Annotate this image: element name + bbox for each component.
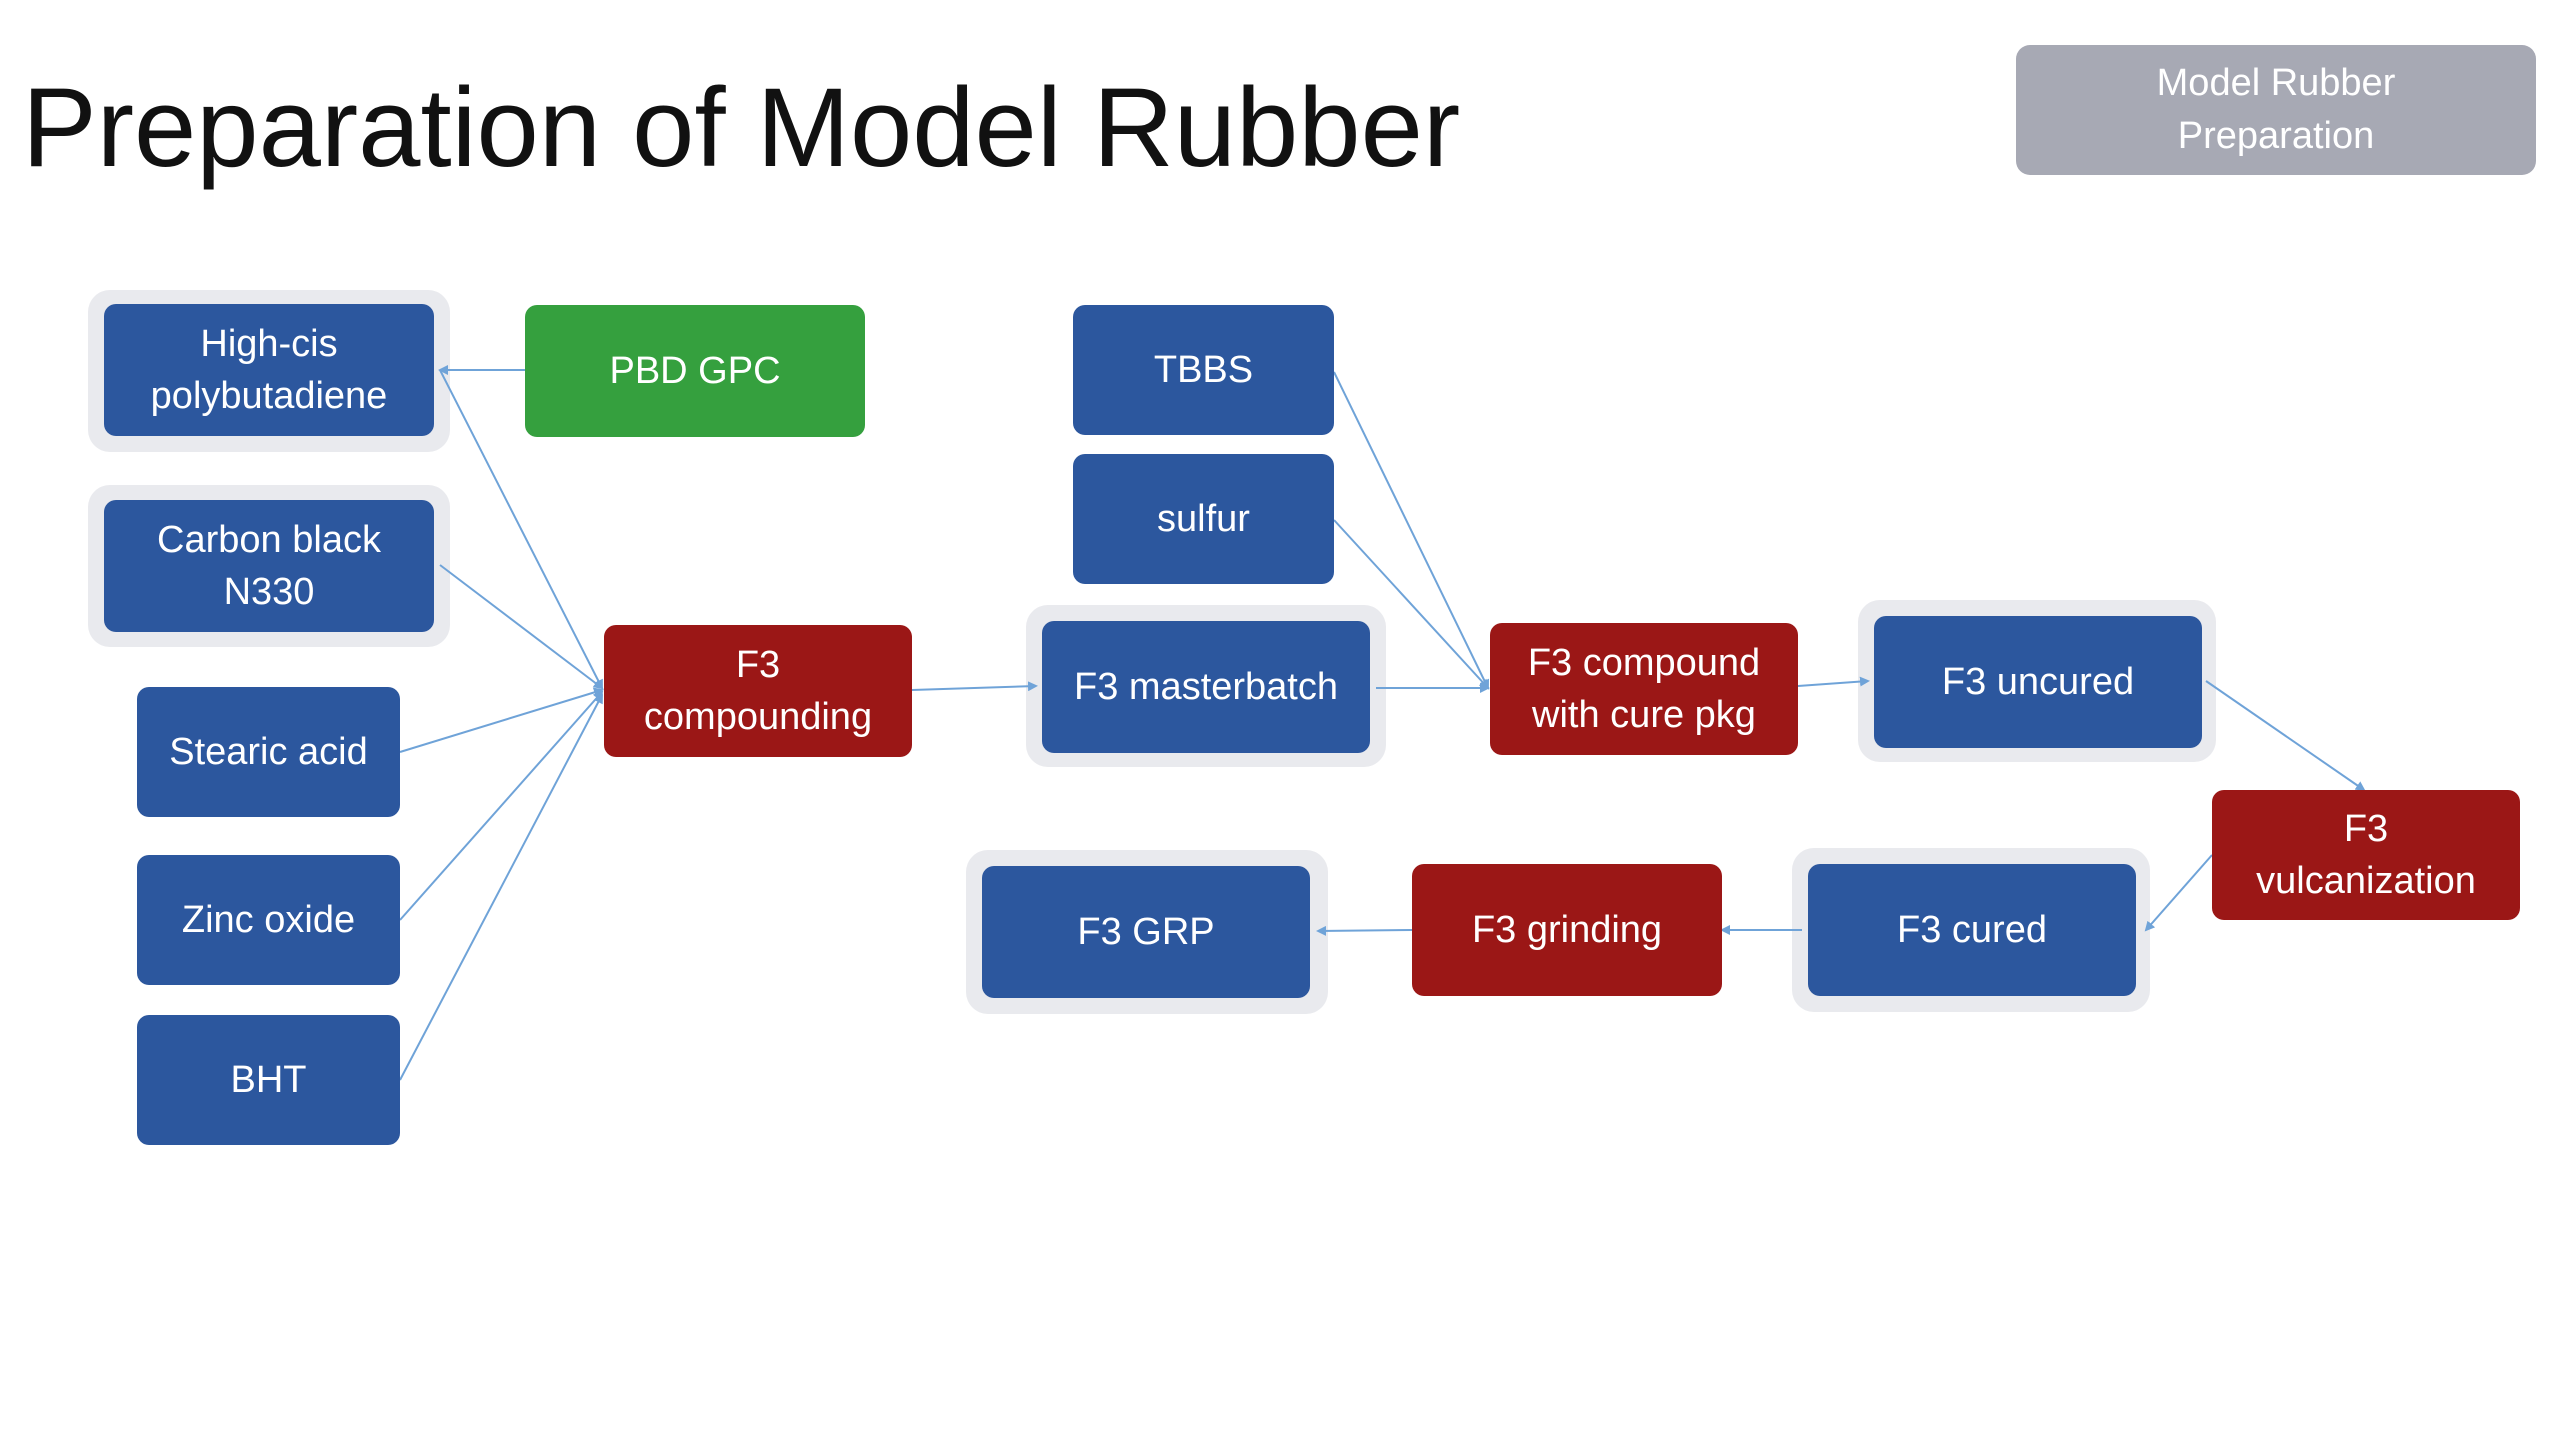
node-f3-masterbatch[interactable]: F3 masterbatch — [1042, 621, 1370, 753]
arrow-carbonblack-to-compounding — [439, 564, 604, 690]
node-zinc-oxide[interactable]: Zinc oxide — [137, 855, 400, 985]
arrow-stearic-to-compounding — [399, 687, 604, 753]
arrow-compounding-to-masterbatch — [911, 681, 1038, 692]
node-sulfur[interactable]: sulfur — [1073, 454, 1334, 584]
node-tbbs[interactable]: TBBS — [1073, 305, 1334, 435]
node-high-cis-polybutadiene[interactable]: High-cis polybutadiene — [104, 304, 434, 436]
node-f3-vulcanization[interactable]: F3 vulcanization — [2212, 790, 2520, 920]
page-title: Preparation of Model Rubber — [22, 65, 1461, 190]
node-f3-compound-with-cure-pkg[interactable]: F3 compound with cure pkg — [1490, 623, 1798, 755]
node-f3-grp[interactable]: F3 GRP — [982, 866, 1310, 998]
node-carbon-black[interactable]: Carbon black N330 — [104, 500, 434, 632]
arrow-highcis-to-compounding — [439, 369, 603, 690]
arrow-uncured-to-vulcanization — [2205, 680, 2366, 792]
node-bht[interactable]: BHT — [137, 1015, 400, 1145]
arrow-bht-to-compounding — [399, 693, 603, 1081]
node-f3-grinding[interactable]: F3 grinding — [1412, 864, 1722, 996]
node-pbd-gpc[interactable]: PBD GPC — [525, 305, 865, 437]
arrow-sulfur-to-compound — [1333, 519, 1490, 690]
node-f3-compounding[interactable]: F3 compounding — [604, 625, 912, 757]
arrow-compound-to-uncured — [1797, 676, 1870, 687]
node-f3-uncured[interactable]: F3 uncured — [1874, 616, 2202, 748]
node-f3-cured[interactable]: F3 cured — [1808, 864, 2136, 996]
arrow-vulcanization-to-cured — [2144, 854, 2213, 932]
arrow-zinc-to-compounding — [399, 690, 604, 921]
arrow-tbbs-to-compound — [1333, 371, 1489, 690]
node-stearic-acid[interactable]: Stearic acid — [137, 687, 400, 817]
section-badge[interactable]: Model Rubber Preparation — [2016, 45, 2536, 175]
arrow-grinding-to-grp — [1316, 925, 1413, 936]
